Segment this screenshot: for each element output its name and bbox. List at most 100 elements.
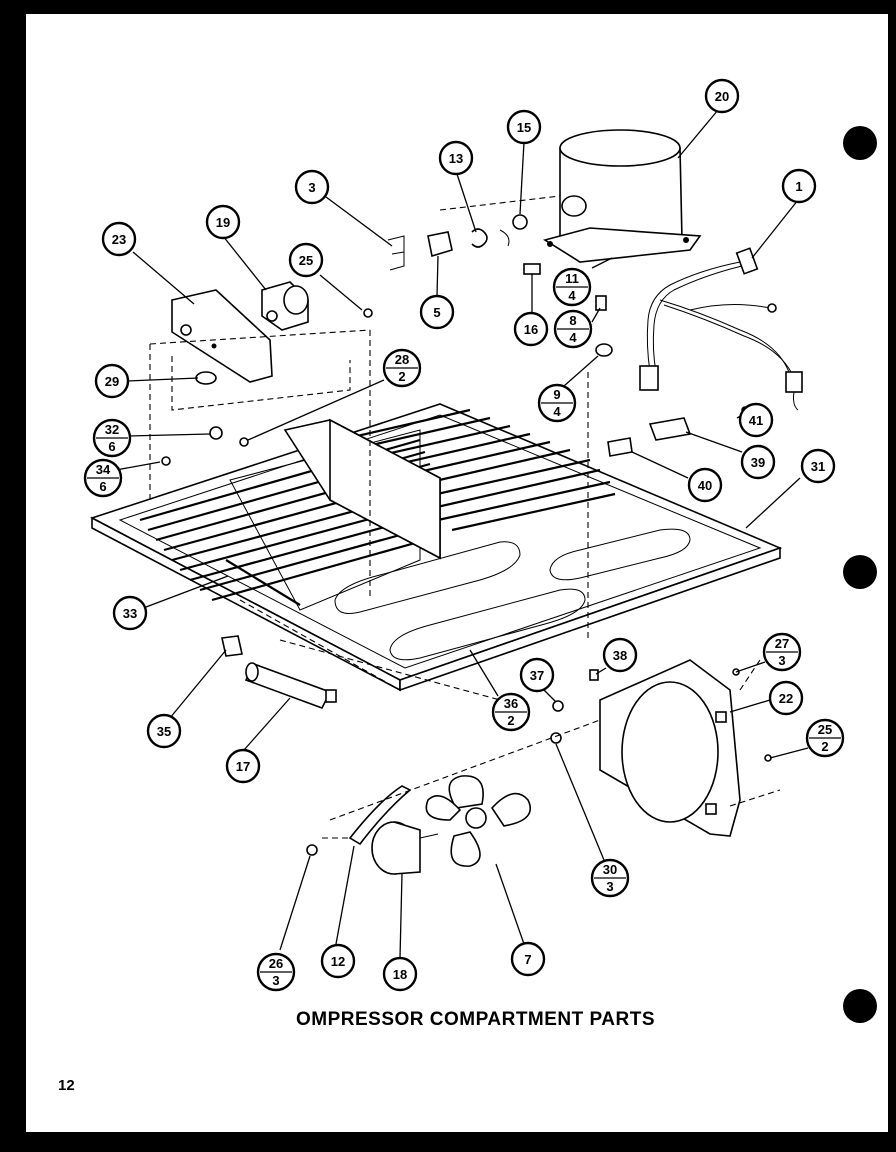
relay-parts xyxy=(387,214,528,271)
svg-text:2: 2 xyxy=(821,739,828,754)
svg-text:28: 28 xyxy=(395,352,409,367)
punch-hole-bottom xyxy=(843,989,877,1023)
svg-text:40: 40 xyxy=(698,478,712,493)
terminal-connectors xyxy=(607,417,692,457)
clip xyxy=(589,669,599,681)
wire-harness xyxy=(639,247,803,411)
callout-5: 5 xyxy=(419,294,455,330)
svg-text:38: 38 xyxy=(613,648,627,663)
callout-20: 20 xyxy=(704,78,740,114)
fan-shroud xyxy=(599,659,772,837)
callout-28-2: 282 xyxy=(382,348,422,388)
svg-text:19: 19 xyxy=(216,215,230,230)
callout-29: 29 xyxy=(94,363,130,399)
callout-30-3: 303 xyxy=(590,858,630,898)
svg-text:8: 8 xyxy=(569,313,576,328)
svg-text:34: 34 xyxy=(96,462,111,477)
svg-text:4: 4 xyxy=(553,404,561,419)
callout-41: 41 xyxy=(738,402,774,438)
svg-text:30: 30 xyxy=(603,862,617,877)
svg-text:1: 1 xyxy=(795,179,802,194)
callout-12: 12 xyxy=(320,943,356,979)
svg-text:25: 25 xyxy=(299,253,313,268)
callout-25-2: 252 xyxy=(805,718,845,758)
svg-text:12: 12 xyxy=(331,954,345,969)
svg-text:23: 23 xyxy=(112,232,126,247)
svg-text:13: 13 xyxy=(449,151,463,166)
callout-35: 35 xyxy=(146,713,182,749)
overload-bracket xyxy=(171,281,309,385)
svg-text:3: 3 xyxy=(272,973,279,988)
svg-text:20: 20 xyxy=(715,89,729,104)
punch-hole-middle xyxy=(843,555,877,589)
callout-19: 19 xyxy=(205,204,241,240)
page-number: 12 xyxy=(58,1077,75,1094)
fan-blade xyxy=(425,775,532,867)
svg-text:32: 32 xyxy=(105,422,119,437)
svg-text:5: 5 xyxy=(433,305,440,320)
callout-25: 25 xyxy=(288,242,324,278)
callout-15: 15 xyxy=(506,109,542,145)
svg-text:16: 16 xyxy=(524,322,538,337)
callout-13: 13 xyxy=(438,140,474,176)
callout-7: 7 xyxy=(510,941,546,977)
svg-text:11: 11 xyxy=(565,271,579,286)
callout-37: 37 xyxy=(519,657,555,693)
svg-text:18: 18 xyxy=(393,967,407,982)
assembly-lines xyxy=(149,195,781,839)
svg-text:2: 2 xyxy=(507,713,514,728)
callout-16: 16 xyxy=(513,311,549,347)
callout-18: 18 xyxy=(382,956,418,992)
svg-text:39: 39 xyxy=(751,455,765,470)
svg-text:9: 9 xyxy=(553,387,560,402)
svg-text:22: 22 xyxy=(779,691,793,706)
svg-text:15: 15 xyxy=(517,120,531,135)
callout-39: 39 xyxy=(740,444,776,480)
callout-8-4: 84 xyxy=(553,309,593,349)
callout-32-6: 326 xyxy=(92,418,132,458)
diagram-title: OMPRESSOR COMPARTMENT PARTS xyxy=(296,1009,656,1030)
svg-text:35: 35 xyxy=(157,724,171,739)
svg-text:6: 6 xyxy=(108,439,115,454)
callout-40: 40 xyxy=(687,467,723,503)
callout-3: 3 xyxy=(294,169,330,205)
grommet xyxy=(552,700,564,712)
callout-34-6: 346 xyxy=(83,458,123,498)
svg-text:29: 29 xyxy=(105,374,119,389)
compressor xyxy=(543,129,702,263)
svg-text:4: 4 xyxy=(568,288,576,303)
callout-23: 23 xyxy=(101,221,137,257)
leader-lines xyxy=(115,109,809,959)
svg-text:37: 37 xyxy=(530,668,544,683)
svg-text:7: 7 xyxy=(524,952,531,967)
callout-31: 31 xyxy=(800,448,836,484)
svg-text:3: 3 xyxy=(606,879,613,894)
callout-17: 17 xyxy=(225,748,261,784)
drain-tube xyxy=(221,635,337,709)
svg-text:17: 17 xyxy=(236,759,250,774)
svg-text:3: 3 xyxy=(778,653,785,668)
svg-text:27: 27 xyxy=(775,636,789,651)
screw xyxy=(306,844,318,856)
callout-36-2: 362 xyxy=(491,692,531,732)
svg-text:6: 6 xyxy=(99,479,106,494)
fan-motor xyxy=(348,785,439,875)
svg-text:41: 41 xyxy=(749,413,763,428)
svg-text:25: 25 xyxy=(818,722,832,737)
callout-38: 38 xyxy=(602,637,638,673)
callout-1: 1 xyxy=(781,168,817,204)
svg-text:4: 4 xyxy=(569,330,577,345)
callout-26-3: 263 xyxy=(256,952,296,992)
callout-33: 33 xyxy=(112,595,148,631)
svg-text:33: 33 xyxy=(123,606,137,621)
svg-text:26: 26 xyxy=(269,956,283,971)
punch-hole-top xyxy=(843,126,877,160)
svg-text:3: 3 xyxy=(308,180,315,195)
callout-27-3: 273 xyxy=(762,632,802,672)
callout-9-4: 94 xyxy=(537,383,577,423)
svg-text:2: 2 xyxy=(398,369,405,384)
callout-22: 22 xyxy=(768,680,804,716)
svg-text:36: 36 xyxy=(504,696,518,711)
